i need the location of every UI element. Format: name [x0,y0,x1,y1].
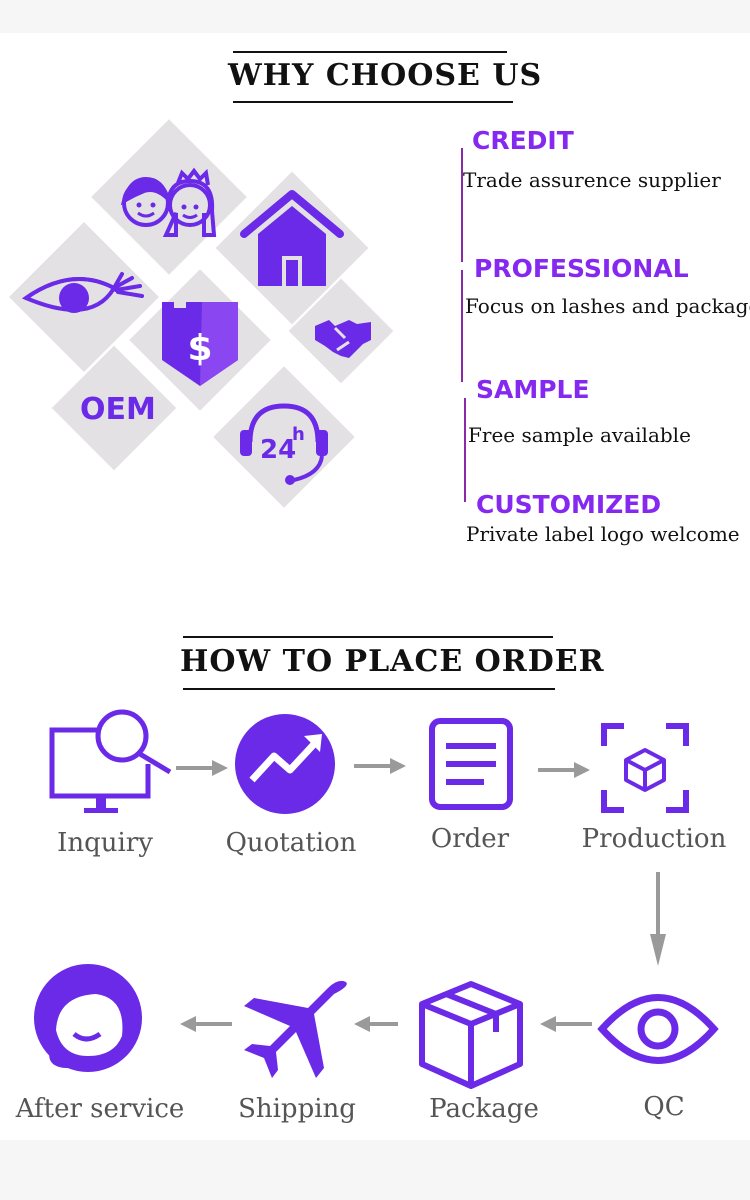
how-to-place-order-title: HOW TO PLACE ORDER [180,644,605,679]
feature-title-credit: CREDIT [472,126,574,155]
arrow-shaft [176,766,212,770]
why-choose-us-title: WHY CHOOSE US [228,58,543,93]
arrow-head [574,762,590,778]
order-title-rule-top [183,636,553,638]
eye-icon [597,994,719,1064]
feature-title-customized: CUSTOMIZED [476,490,662,519]
step-label-after-service: After service [15,1094,185,1124]
arrow-head [390,758,406,774]
oem-badge: OEM [80,392,156,427]
arrow-shaft [538,768,574,772]
airplane-icon [244,980,347,1078]
feature-title-sample: SAMPLE [476,375,590,404]
arrow-shaft [656,872,660,934]
title-rule-top [233,51,507,53]
step-label-inquiry: Inquiry [57,828,153,858]
handshake-icon [315,320,371,358]
feature-desc-sample: Free sample available [468,423,691,447]
trend-up-icon [235,714,335,814]
shield-dollar-icon: $ [162,302,238,386]
arrow-shaft [196,1022,232,1026]
eye-icon [21,272,144,313]
arrow-head [354,1016,370,1032]
arrow-shaft [556,1022,592,1026]
step-label-shipping: Shipping [238,1094,356,1124]
arrow-head [180,1016,196,1032]
feature-desc-professional: Focus on lashes and package [465,294,750,318]
feature-desc-credit: Trade assurence supplier [463,168,721,192]
title-rule-bottom [233,101,513,103]
arrow-head [540,1016,556,1032]
feature-divider [464,398,466,502]
box-icon [419,981,523,1089]
arrow-head [650,934,666,966]
step-label-quotation: Quotation [225,828,357,858]
step-label-package: Package [429,1094,539,1124]
arrow-head [212,760,228,776]
feature-divider [461,270,463,382]
headset-agent-icon [34,964,142,1072]
support-h-text: h [292,424,305,445]
feature-desc-customized: Private label logo welcome [466,522,740,546]
support-24-text: 24 [260,435,296,465]
svg-text:$: $ [187,328,212,369]
step-label-order: Order [430,824,510,854]
step-label-qc: QC [643,1092,685,1122]
step-label-production: Production [581,824,727,854]
document-icon [429,718,513,810]
arrow-shaft [354,764,390,768]
couple-icon [120,167,217,237]
order-title-rule-bottom [183,688,555,690]
monitor-search-icon [49,709,172,813]
cube-scan-icon [601,723,689,813]
feature-divider [461,148,463,262]
arrow-shaft [370,1022,398,1026]
feature-title-professional: PROFESSIONAL [474,254,689,283]
support-24h-icon: 24 h [240,403,328,485]
home-icon [240,190,344,286]
